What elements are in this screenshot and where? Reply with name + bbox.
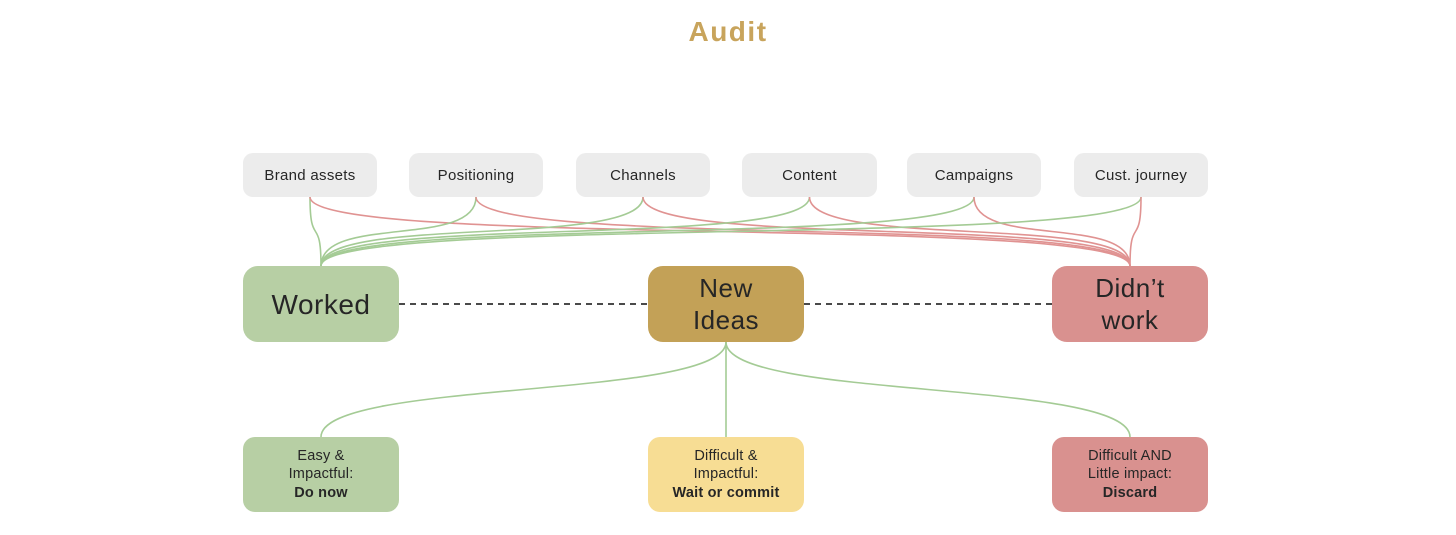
connector-cust-journey-to-worked (320, 196, 1142, 267)
audit-item-channels[interactable]: Channels (576, 153, 710, 197)
connector-channels-to-didnt-work (642, 196, 1131, 267)
connector-campaigns-to-worked (320, 196, 975, 267)
outcome-label: Worked (271, 288, 371, 320)
audit-item-label: Cust. journey (1094, 166, 1188, 184)
audit-item-campaigns[interactable]: Campaigns (907, 153, 1041, 197)
connector-campaigns-to-didnt-work (973, 196, 1131, 267)
connector-brand-assets-to-didnt-work (309, 196, 1131, 267)
audit-item-label: Content (782, 166, 837, 184)
outcome-new-ideas[interactable]: New Ideas (648, 266, 804, 342)
outcome-didnt-work[interactable]: Didn’t work (1052, 266, 1208, 342)
outcome-label: New Ideas (692, 272, 760, 336)
audit-item-positioning[interactable]: Positioning (409, 153, 543, 197)
action-description: Difficult AND Little impact: (1087, 448, 1173, 483)
action-label: Wait or commit (672, 484, 780, 501)
connector-content-to-worked (320, 196, 811, 267)
action-description: Easy & Impactful: (288, 448, 354, 483)
audit-item-cust-journey[interactable]: Cust. journey (1074, 153, 1208, 197)
action-label: Discard (1102, 484, 1158, 501)
connector-content-to-didnt-work (808, 196, 1131, 267)
connector-new-ideas-to-do-now (320, 341, 727, 438)
action-discard[interactable]: Difficult AND Little impact: Discard (1052, 437, 1208, 512)
action-do-now[interactable]: Easy & Impactful: Do now (243, 437, 399, 512)
page-title: Audit (688, 16, 768, 47)
connector-channels-to-worked (320, 196, 644, 267)
connector-cust-journey-to-didnt-work (1129, 196, 1142, 267)
connector-new-ideas-to-discard (725, 341, 1131, 438)
audit-item-label: Channels (610, 166, 676, 184)
audit-item-label: Brand assets (264, 166, 356, 184)
action-label: Do now (294, 484, 348, 501)
audit-item-label: Positioning (437, 166, 515, 184)
audit-item-label: Campaigns (934, 166, 1014, 184)
audit-item-brand-assets[interactable]: Brand assets (243, 153, 377, 197)
action-wait-or-commit[interactable]: Difficult & Impactful: Wait or commit (648, 437, 804, 512)
action-description: Difficult & Impactful: (693, 448, 759, 483)
connector-brand-assets-to-worked (309, 196, 322, 267)
connector-positioning-to-didnt-work (475, 196, 1131, 267)
connector-positioning-to-worked (320, 196, 477, 267)
outcome-worked[interactable]: Worked (243, 266, 399, 342)
outcome-label: Didn’t work (1095, 272, 1165, 336)
audit-item-content[interactable]: Content (742, 153, 877, 197)
